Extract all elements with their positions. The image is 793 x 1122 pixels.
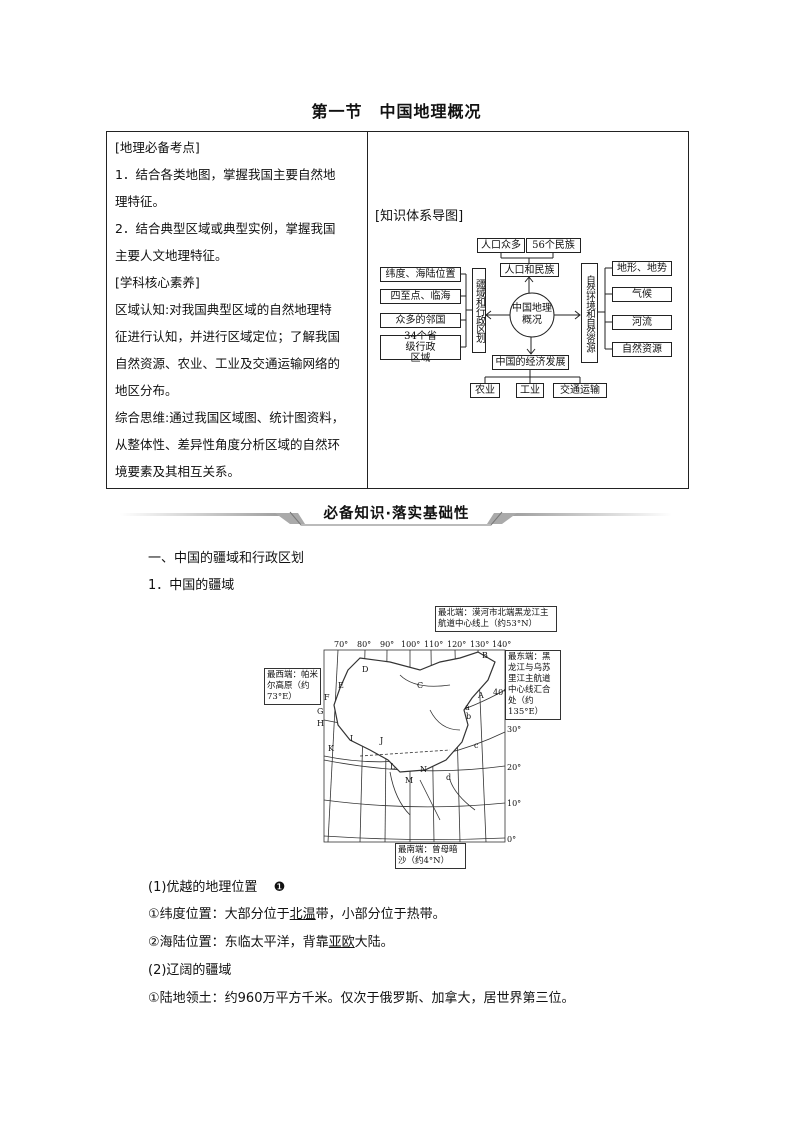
answer-blank: 北温 — [289, 907, 316, 922]
map-letter: A — [477, 691, 484, 700]
map-letter: B — [482, 651, 488, 660]
text-line: 区域认知:对我国典型区域的自然地理特 — [115, 302, 332, 317]
latitude-label: 0° — [507, 835, 516, 844]
longitude-label: 130° — [470, 640, 489, 649]
china-territory-map: 70° 80° 90° 100° 110° 120° 130° 140° 40°… — [250, 600, 570, 870]
text-line: 主要人文地理特征。 — [115, 248, 228, 263]
mind-map-heading: [知识体系导图] — [375, 209, 464, 224]
text-line: [学科核心素养] — [115, 275, 200, 290]
section-band-decoration — [120, 511, 672, 526]
paragraph-territory: (2)辽阔的疆域 — [148, 963, 232, 978]
text: 带，小部分位于热带。 — [315, 907, 446, 922]
map-letter: c — [474, 741, 479, 750]
latitude-label: 40° — [493, 688, 507, 697]
longitude-label: 140° — [492, 640, 511, 649]
latitude-label: 30° — [507, 725, 521, 734]
text-line: [地理必备考点] — [115, 140, 200, 155]
paragraph-latitude: ①纬度位置：大部分位于北温带，小部分位于热带。 — [148, 903, 446, 922]
map-drawing: 70° 80° 90° 100° 110° 120° 130° 140° 40°… — [317, 640, 521, 844]
map-letter: K — [328, 744, 335, 753]
text-line: 1．结合各类地图，掌握我国主要自然地 — [115, 167, 336, 182]
text-line: 境要素及其相互关系。 — [115, 464, 241, 479]
longitude-label: 100° — [401, 640, 420, 649]
text-line: 自然资源、农业、工业及交通运输网络的 — [115, 356, 341, 371]
longitude-label: 110° — [424, 640, 443, 649]
map-letter: N — [420, 765, 427, 774]
longitude-label: 120° — [447, 640, 466, 649]
map-letter: G — [317, 707, 323, 716]
subheading: 1．中国的疆域 — [148, 578, 235, 593]
map-letter: H — [317, 719, 324, 728]
map-letter: I — [350, 734, 353, 743]
map-letter: a — [465, 703, 470, 712]
answer-blank: 亚欧 — [328, 935, 355, 950]
longitude-label: 80° — [357, 640, 371, 649]
text-line: 理特征。 — [115, 194, 166, 209]
overview-table: [地理必备考点] 1．结合各类地图，掌握我国主要自然地 理特征。 2．结合典型区… — [106, 131, 689, 489]
paragraph-sea-land: ②海陆位置：东临太平洋，背靠亚欧大陆。 — [148, 931, 394, 950]
longitude-label: 90° — [380, 640, 394, 649]
map-letter: F — [324, 693, 330, 702]
text-line: 地区分布。 — [115, 383, 178, 398]
text: ②海陆位置：东临太平洋，背靠 — [148, 935, 329, 950]
text-line: 征进行认知，并进行区域定位；了解我国 — [115, 329, 341, 344]
text-line: 从整体性、差异性角度分析区域的自然环 — [115, 437, 341, 452]
callout-southmost: 最南端：曾母暗沙（约4°N） — [395, 843, 466, 869]
latitude-label: 20° — [507, 763, 521, 772]
map-letter: b — [466, 712, 471, 721]
text-line: 2．结合典型区域或典型实例，掌握我国 — [115, 221, 336, 236]
map-letter: D — [362, 665, 368, 674]
section-band-title: 必备知识·落实基础性 — [323, 506, 470, 522]
callout-northmost: 最北端：漠河市北端黑龙江主航道中心线上（约53°N） — [435, 606, 557, 632]
map-letter: L — [390, 762, 396, 771]
column-divider — [367, 132, 368, 488]
map-letter: J — [379, 736, 383, 745]
note-marker: ❶ — [273, 880, 286, 895]
latitude-label: 10° — [507, 799, 521, 808]
callout-westmost: 最西端：帕米尔高原（约73°E） — [264, 668, 321, 705]
paragraph-location: (1)优越的地理位置 ❶ — [148, 876, 285, 895]
text: ①纬度位置：大部分位于 — [148, 907, 290, 922]
map-letter: d — [446, 773, 451, 782]
paragraph-land-area: ①陆地领土：约960万平方千米。仅次于俄罗斯、加拿大，居世界第三位。 — [148, 991, 575, 1006]
text-line: 综合思维:通过我国区域图、统计图资料， — [115, 410, 345, 425]
callout-eastmost: 最东端：黑龙江与乌苏里江主航道中心线汇合处（约135°E） — [505, 650, 561, 720]
key-points-column: [地理必备考点] 1．结合各类地图，掌握我国主要自然地 理特征。 2．结合典型区… — [115, 134, 365, 485]
map-letter: E — [338, 681, 344, 690]
map-letter: M — [405, 776, 413, 785]
text: (1)优越的地理位置 — [148, 880, 258, 895]
text: 大陆。 — [354, 935, 394, 950]
longitude-label: 70° — [334, 640, 348, 649]
section-heading: 一、中国的疆域和行政区划 — [148, 551, 305, 566]
page-title: 第一节 中国地理概况 — [311, 102, 482, 121]
map-letter: C — [417, 681, 423, 690]
